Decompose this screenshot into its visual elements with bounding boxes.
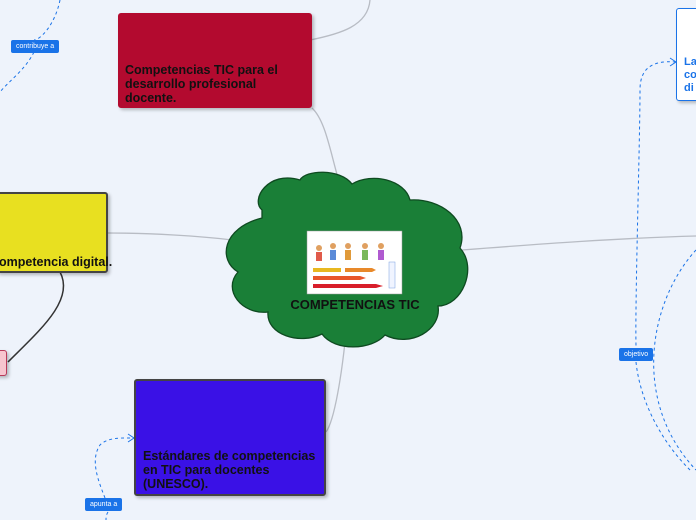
dashed-link (635, 61, 677, 347)
node-competencia-digital[interactable]: Competencia digital. (0, 192, 113, 273)
link-top-center (311, 107, 339, 179)
dashed-link (94, 437, 135, 499)
node-competencias-desarrollo-docente[interactable]: Competencias TIC para el desarrollo prof… (118, 13, 312, 108)
tag-apunta-a[interactable]: apunta a (85, 498, 123, 511)
dashed-link (0, 51, 35, 93)
node-pink-partial[interactable] (0, 350, 7, 376)
node-label: Competencias TIC para el desarrollo prof… (125, 63, 278, 105)
center-infographic-image (306, 230, 403, 295)
dashed-link (105, 511, 109, 520)
link-top-up (309, 0, 371, 41)
tag-contribuye-a[interactable]: contribuye a (11, 40, 60, 53)
node-label: Estándares de competencias en TIC para d… (143, 449, 316, 491)
node-label: La co di (684, 56, 696, 94)
node-label: Competencia digital. (0, 255, 113, 269)
dashed-link (653, 249, 696, 471)
tag-objetivo[interactable]: objetivo (619, 348, 654, 361)
link-left-center (107, 232, 233, 241)
dashed-link (635, 361, 691, 471)
node-right-partial[interactable]: La co di (676, 8, 696, 101)
central-topic-label: COMPETENCIAS TIC (290, 297, 420, 312)
link-bottom-center (325, 341, 346, 433)
node-estandares-unesco[interactable]: Estándares de competencias en TIC para d… (134, 379, 326, 496)
link-left-pink (7, 271, 65, 363)
link-right-center (461, 235, 696, 251)
dashed-link (33, 0, 61, 41)
